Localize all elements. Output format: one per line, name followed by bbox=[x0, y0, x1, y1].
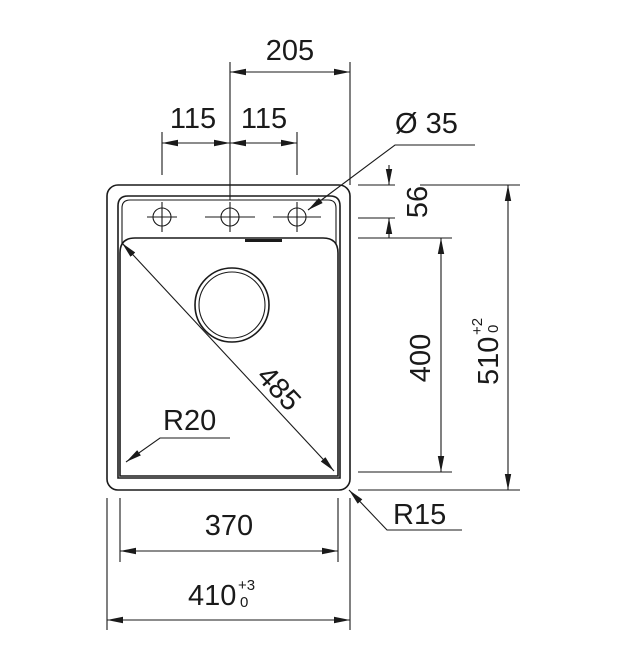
label-r20: R20 bbox=[163, 405, 216, 437]
dimension-205: 205 bbox=[229, 35, 351, 200]
label-56: 56 bbox=[402, 186, 434, 218]
dimension-r15: R15 bbox=[348, 489, 462, 531]
label-510: 510 bbox=[473, 337, 505, 385]
dimension-400: 400 bbox=[358, 237, 452, 473]
dimension-485: 485 bbox=[121, 242, 335, 472]
dimension-410: 410 +3 0 bbox=[106, 498, 351, 630]
dimension-370: 370 bbox=[119, 498, 339, 562]
label-205: 205 bbox=[266, 35, 314, 67]
label-diameter-35: Ø 35 bbox=[395, 108, 458, 140]
label-485: 485 bbox=[250, 360, 306, 417]
dimension-56: 56 bbox=[358, 165, 434, 238]
sink-outline bbox=[106, 184, 351, 491]
label-115-left: 115 bbox=[170, 103, 216, 135]
tap-holes bbox=[147, 202, 321, 232]
tap-hole-left bbox=[147, 202, 177, 232]
label-115-right: 115 bbox=[241, 103, 287, 135]
drain bbox=[194, 267, 270, 343]
label-510-tol-upper: +2 bbox=[469, 318, 486, 335]
dimension-115-115: 115 115 bbox=[161, 103, 298, 175]
label-510-tol-lower: 0 bbox=[485, 325, 502, 333]
tap-hole-right bbox=[273, 202, 321, 232]
label-r15: R15 bbox=[393, 499, 446, 531]
overflow-slot bbox=[245, 239, 282, 242]
label-410-tol-upper: +3 bbox=[238, 577, 255, 594]
dimension-r20: R20 bbox=[125, 405, 230, 463]
label-410-tol-lower: 0 bbox=[240, 594, 248, 611]
label-410: 410 bbox=[188, 580, 236, 612]
label-370: 370 bbox=[205, 510, 253, 542]
tap-hole-center bbox=[205, 202, 255, 232]
dimension-510: 510 +2 0 bbox=[358, 184, 520, 491]
dimension-diameter-35: Ø 35 bbox=[307, 108, 475, 211]
label-400: 400 bbox=[405, 334, 437, 382]
